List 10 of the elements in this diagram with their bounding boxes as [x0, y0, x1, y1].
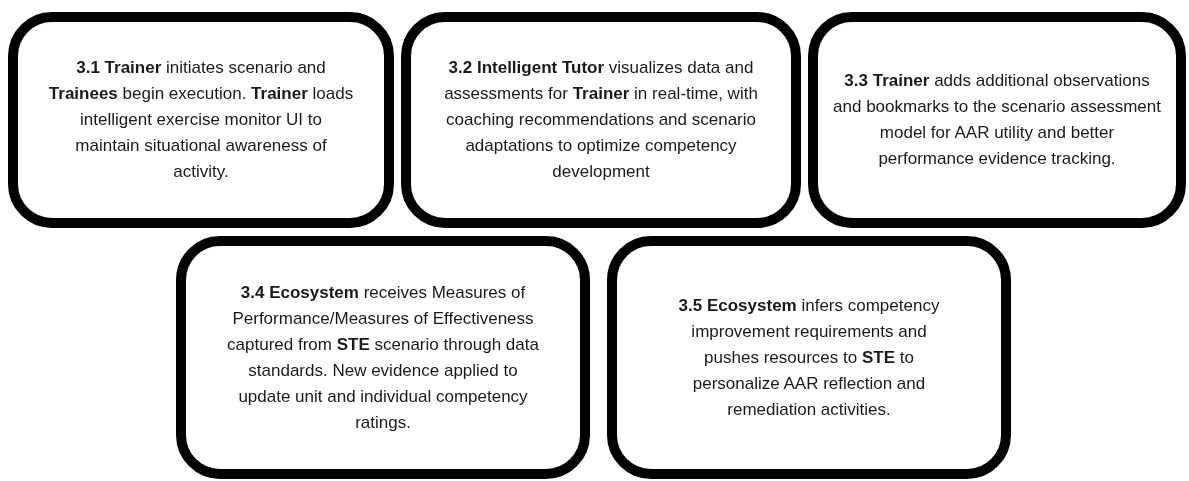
step-description: 3.4 Ecosystem receives Measures of Performance/Measures of Effectiveness captured from STE scenario through data standards. New evidence applied to update unit and individual competency ratings.: [226, 281, 540, 434]
process-box: [607, 236, 1011, 479]
process-box: [176, 236, 590, 479]
step-description: 3.2 Intelligent Tutor visualizes data and assessments for Trainer in real-time, with coaching recommendations and scenario adaptations to optimize competency development: [443, 57, 759, 183]
process-box: [401, 12, 801, 228]
process-box: [808, 12, 1186, 228]
step-description: 3.3 Trainer adds additional observations and bookmarks to the scenario assessment model for AAR utility and better performance evidence tracking.: [832, 70, 1162, 170]
step-description: 3.1 Trainer initiates scenario and Trainees begin execution. Trainer loads intelligent exercise monitor UI to maintain situational awareness of activity.: [48, 57, 354, 183]
process-box: [8, 12, 394, 228]
step-description: 3.5 Ecosystem infers competency improvement requirements and pushes resources to STE to personalize AAR reflection and remediation activities.: [677, 294, 941, 421]
